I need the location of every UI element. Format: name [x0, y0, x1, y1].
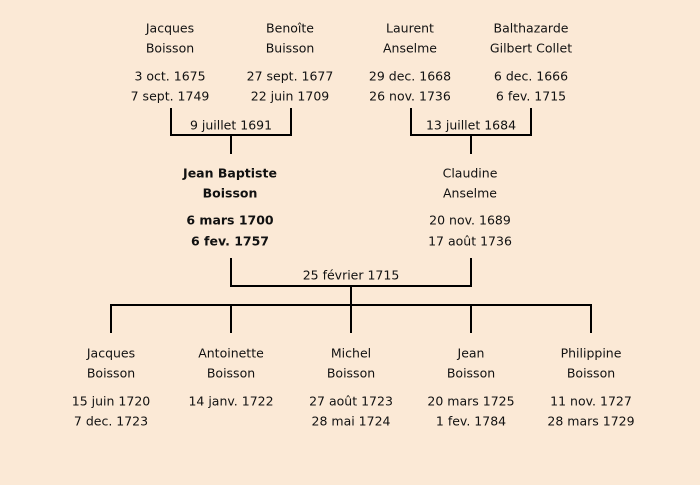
last-name: Boisson: [446, 365, 496, 381]
last-name: Boisson: [202, 185, 258, 201]
marriage-date: 13 juillet 1684: [425, 117, 517, 133]
first-name: Jean Baptiste: [183, 165, 277, 181]
last-name: Boisson: [145, 40, 195, 56]
last-name: Gilbert Collet: [489, 40, 573, 56]
birth-date: 14 janv. 1722: [188, 393, 274, 409]
first-name: Jacques: [86, 345, 136, 361]
connector-line: [230, 304, 232, 333]
death-date: 28 mars 1729: [547, 413, 635, 429]
connector-line: [530, 108, 532, 136]
last-name: Anselme: [442, 185, 498, 201]
death-date: 17 août 1736: [428, 233, 512, 249]
first-name: Jacques: [145, 20, 195, 36]
connector-line: [110, 304, 112, 333]
first-name: Laurent: [386, 20, 434, 36]
marriage-date: 25 février 1715: [302, 267, 400, 283]
birth-date: 27 août 1723: [309, 393, 393, 409]
connector-line: [230, 134, 232, 154]
birth-date: 27 sept. 1677: [246, 68, 334, 84]
last-name: Boisson: [206, 365, 256, 381]
connector-line: [410, 108, 412, 136]
connector-line: [470, 134, 472, 154]
birth-date: 15 juin 1720: [71, 393, 151, 409]
death-date: 1 fev. 1784: [435, 413, 507, 429]
last-name: Boisson: [566, 365, 616, 381]
death-date: 22 juin 1709: [250, 88, 330, 104]
birth-date: 3 oct. 1675: [134, 68, 206, 84]
connector-line: [170, 108, 172, 136]
first-name: Antoinette: [198, 345, 264, 361]
death-date: 7 dec. 1723: [73, 413, 149, 429]
death-date: 7 sept. 1749: [130, 88, 210, 104]
death-date: 6 fev. 1715: [495, 88, 567, 104]
birth-date: 29 dec. 1668: [368, 68, 452, 84]
last-name: Buisson: [265, 40, 315, 56]
first-name: Philippine: [560, 345, 622, 361]
connector-line: [590, 304, 592, 333]
death-date: 6 fev. 1757: [191, 233, 269, 249]
last-name: Anselme: [382, 40, 438, 56]
birth-date: 20 nov. 1689: [429, 212, 511, 228]
death-date: 28 mai 1724: [311, 413, 391, 429]
first-name: Michel: [330, 345, 372, 361]
first-name: Benoîte: [266, 20, 314, 36]
connector-line: [230, 258, 232, 287]
connector-line: [290, 108, 292, 136]
first-name: Claudine: [442, 165, 498, 181]
first-name: Jean: [457, 345, 485, 361]
birth-date: 6 dec. 1666: [493, 68, 569, 84]
connector-line: [350, 304, 352, 333]
connector-line: [350, 285, 352, 306]
first-name: Balthazarde: [493, 20, 569, 36]
last-name: Boisson: [326, 365, 376, 381]
death-date: 26 nov. 1736: [369, 88, 451, 104]
connector-line: [470, 304, 472, 333]
birth-date: 20 mars 1725: [427, 393, 515, 409]
marriage-date: 9 juillet 1691: [189, 117, 273, 133]
last-name: Boisson: [86, 365, 136, 381]
birth-date: 11 nov. 1727: [550, 393, 632, 409]
connector-line: [470, 258, 472, 287]
birth-date: 6 mars 1700: [186, 212, 274, 228]
